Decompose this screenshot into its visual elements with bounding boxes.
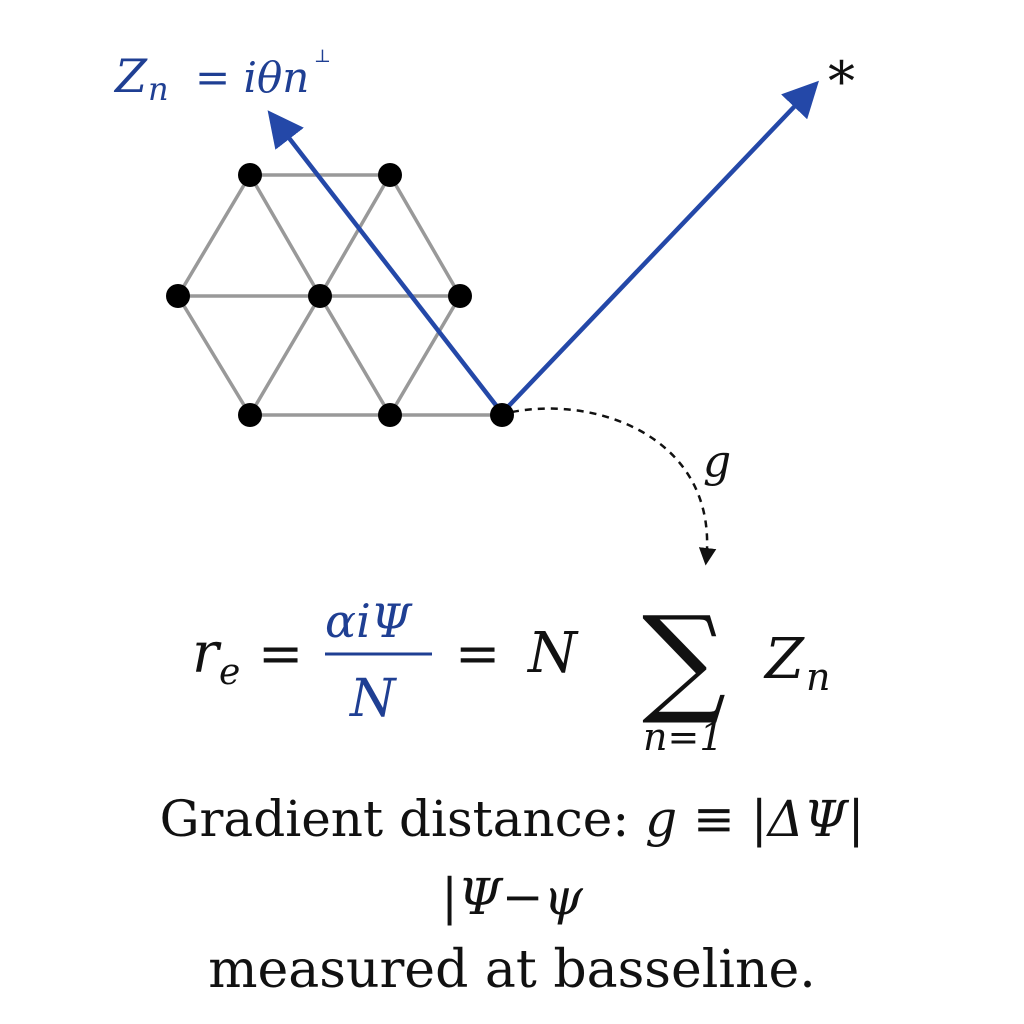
- lattice-node: [490, 403, 514, 427]
- lattice-node: [238, 403, 262, 427]
- z-label-rhs: = iθn: [195, 53, 309, 102]
- lattice-edge: [388, 173, 462, 298]
- caption-line-1: Gradient distance: g ≡ |ΔΨ|: [0, 790, 1024, 848]
- caption-line-1-math: g ≡ |ΔΨ|: [645, 790, 865, 848]
- eq-denominator: N: [348, 669, 397, 729]
- z-label-mark: ⊥: [314, 46, 331, 67]
- lattice-edge: [248, 294, 322, 417]
- main-equation: r e = αiΨ N = N ∑ n=1 Z n: [192, 590, 830, 759]
- g-label: g: [703, 436, 731, 487]
- eq-r: r: [192, 621, 222, 686]
- eq-equals-2: =: [455, 622, 500, 685]
- eq-z-sub: n: [806, 655, 830, 699]
- lattice-edge: [318, 294, 392, 417]
- lattice-edge: [318, 173, 392, 298]
- eq-sum-symbol: ∑: [642, 590, 726, 728]
- caption-line-1-text: Gradient distance:: [159, 790, 646, 848]
- lattice-node: [166, 284, 190, 308]
- caption-line-2: |Ψ−ψ: [441, 868, 583, 926]
- eq-sum-lower: n=1: [643, 715, 724, 759]
- caption-line-3: measured at basseline.: [208, 940, 816, 1000]
- lattice-nodes: [166, 163, 514, 427]
- arrow-to-z-label: [267, 110, 504, 415]
- lattice-node: [238, 163, 262, 187]
- z-label: Z n = iθn ⊥: [113, 46, 331, 108]
- lattice-edge: [176, 173, 252, 298]
- eq-z: Z: [763, 627, 805, 692]
- lattice-node: [308, 284, 332, 308]
- lattice-edge: [388, 294, 462, 417]
- star-label: *: [828, 50, 855, 113]
- eq-n: N: [526, 621, 579, 686]
- z-label-sub: n: [148, 70, 169, 108]
- eq-equals-1: =: [258, 622, 303, 685]
- dashed-curve-arrow: [511, 407, 717, 566]
- lattice-node: [378, 163, 402, 187]
- arrow-to-star: [500, 80, 819, 415]
- lattice-node: [448, 284, 472, 308]
- lattice-edge: [176, 294, 252, 417]
- eq-numerator: αiΨ: [325, 594, 413, 648]
- lattice-edges: [176, 173, 504, 417]
- z-label-lhs: Z: [113, 49, 148, 103]
- eq-r-sub: e: [219, 652, 240, 693]
- lattice-edge: [248, 173, 322, 298]
- lattice-node: [378, 403, 402, 427]
